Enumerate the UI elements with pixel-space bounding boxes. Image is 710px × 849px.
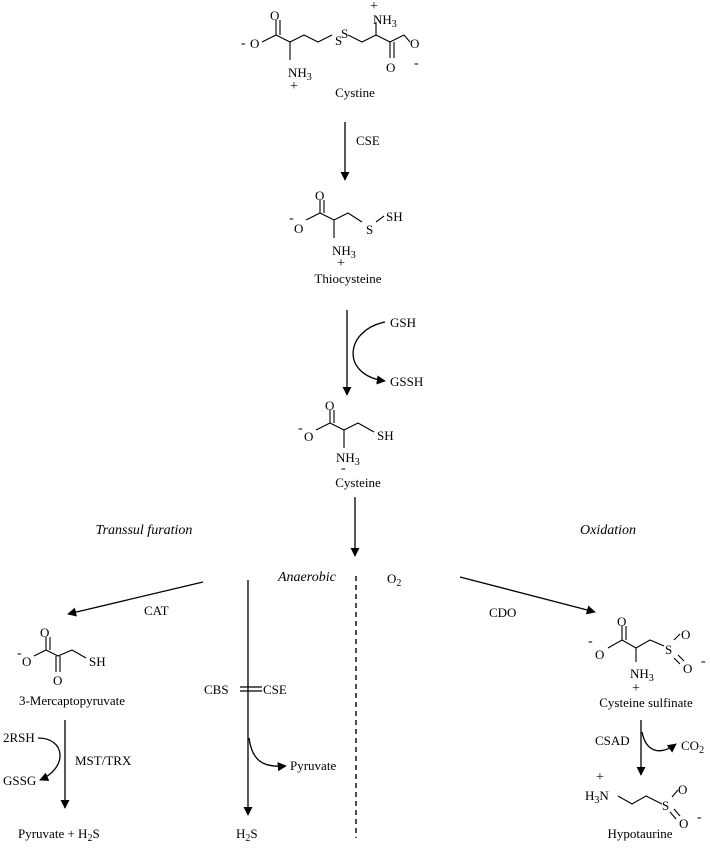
atom-s: S (341, 26, 348, 41)
atom-o: O (595, 647, 604, 662)
arrow-cdo (459, 576, 596, 615)
enzyme-cat: CAT (144, 603, 169, 618)
atom-o: O (681, 627, 690, 642)
enzyme-cse-top: CSE (356, 133, 380, 148)
atom-o: O (294, 221, 303, 236)
atom-o: O (40, 625, 49, 640)
pathway-anaerobic: Anaerobic (277, 570, 337, 585)
enzyme-cbs: CBS (204, 682, 229, 697)
atom-s: S (366, 222, 373, 237)
cofactor-gssg: GSSG (3, 773, 36, 788)
cysteine-structure: - O O SH NH3 - Cysteine (298, 398, 394, 490)
atom-o: O (22, 654, 31, 669)
thiocysteine-label: Thiocysteine (314, 271, 381, 286)
cysteine-sulfinate-structure: - O O S O O - NH3 + Cysteine sulfinate (588, 614, 706, 710)
thiocysteine-structure: - O O NH3 + S SH Thiocysteine (289, 188, 403, 286)
atom-nh3: NH3 (332, 243, 356, 261)
cystine-structure: - O O NH3 + S S + NH3 O O - Cystine (241, 0, 419, 100)
enzyme-cdo: CDO (489, 605, 516, 620)
atom-o: O (270, 8, 279, 23)
atom-o: O (386, 60, 395, 75)
atom-o: O (679, 816, 688, 831)
charge-minus: - (298, 421, 303, 436)
enzyme-csad: CSAD (595, 733, 630, 748)
atom-h3n: H3N (585, 788, 609, 806)
cofactor-o2: O2 (387, 571, 401, 589)
arrow-to-co2 (641, 731, 677, 753)
atom-nh3: NH3 (336, 450, 360, 468)
product-pyruvate: Pyruvate (290, 758, 336, 773)
charge-plus: + (337, 256, 345, 271)
atom-nh3: NH3 (288, 65, 312, 83)
charge-minus: - (17, 646, 22, 661)
atom-sh: SH (377, 428, 394, 443)
product-co2: CO2 (681, 738, 704, 756)
enzyme-mst-trx: MST/TRX (75, 753, 132, 768)
arrow-cat (67, 581, 204, 617)
arrow-to-pyruvate (248, 737, 287, 772)
charge-minus: - (241, 36, 246, 51)
enzyme-cse-mid: CSE (263, 682, 287, 697)
atom-o: O (53, 673, 62, 688)
arrow-gsh-to-gssh (352, 321, 386, 385)
cofactor-2rsh: 2RSH (3, 730, 35, 745)
atom-o: O (304, 429, 313, 444)
pathway-oxidation: Oxidation (580, 523, 636, 538)
atom-s: S (662, 798, 669, 813)
atom-o: O (410, 36, 419, 51)
charge-plus: + (370, 0, 378, 14)
mercaptopyruvate-label: 3-Mercaptopyruvate (19, 693, 125, 708)
pathway-transsulfuration: Transsul furation (96, 523, 193, 538)
atom-o: O (325, 398, 334, 413)
cysteine-label: Cysteine (335, 475, 381, 490)
atom-nh3: NH3 (373, 12, 397, 30)
product-pyruvate-h2s: Pyruvate + H2S (18, 826, 100, 844)
atom-o: O (683, 661, 692, 676)
hypotaurine-label: Hypotaurine (608, 826, 673, 841)
charge-minus: - (414, 56, 419, 71)
charge-minus: - (289, 211, 294, 226)
charge-minus: - (701, 654, 706, 669)
charge-plus: + (632, 681, 640, 696)
charge-plus: + (290, 79, 298, 94)
atom-sh: SH (386, 209, 403, 224)
atom-sh: SH (89, 654, 106, 669)
cysteine-sulfinate-label: Cysteine sulfinate (599, 695, 693, 710)
cofactor-gsh: GSH (390, 315, 416, 330)
charge-plus: + (596, 770, 604, 785)
atom-o: O (315, 188, 324, 203)
arrow-rsh-to-gssg (37, 737, 61, 781)
charge-minus: - (588, 634, 593, 649)
charge-minus: - (697, 810, 702, 825)
atom-o: O (250, 36, 259, 51)
hypotaurine-structure: + H3N S O O - Hypotaurine (585, 770, 702, 841)
cofactor-gssh: GSSH (390, 374, 423, 389)
charge-minus: - (341, 461, 346, 476)
product-h2s: H2S (236, 826, 258, 844)
atom-s: S (665, 642, 672, 657)
mercaptopyruvate-structure: - O O O SH 3-Mercaptopyruvate (17, 625, 125, 708)
cystine-label: Cystine (335, 85, 375, 100)
atom-nh3: NH3 (630, 666, 654, 684)
atom-o: O (678, 782, 687, 797)
atom-s: S (335, 33, 342, 48)
atom-o: O (617, 614, 626, 629)
